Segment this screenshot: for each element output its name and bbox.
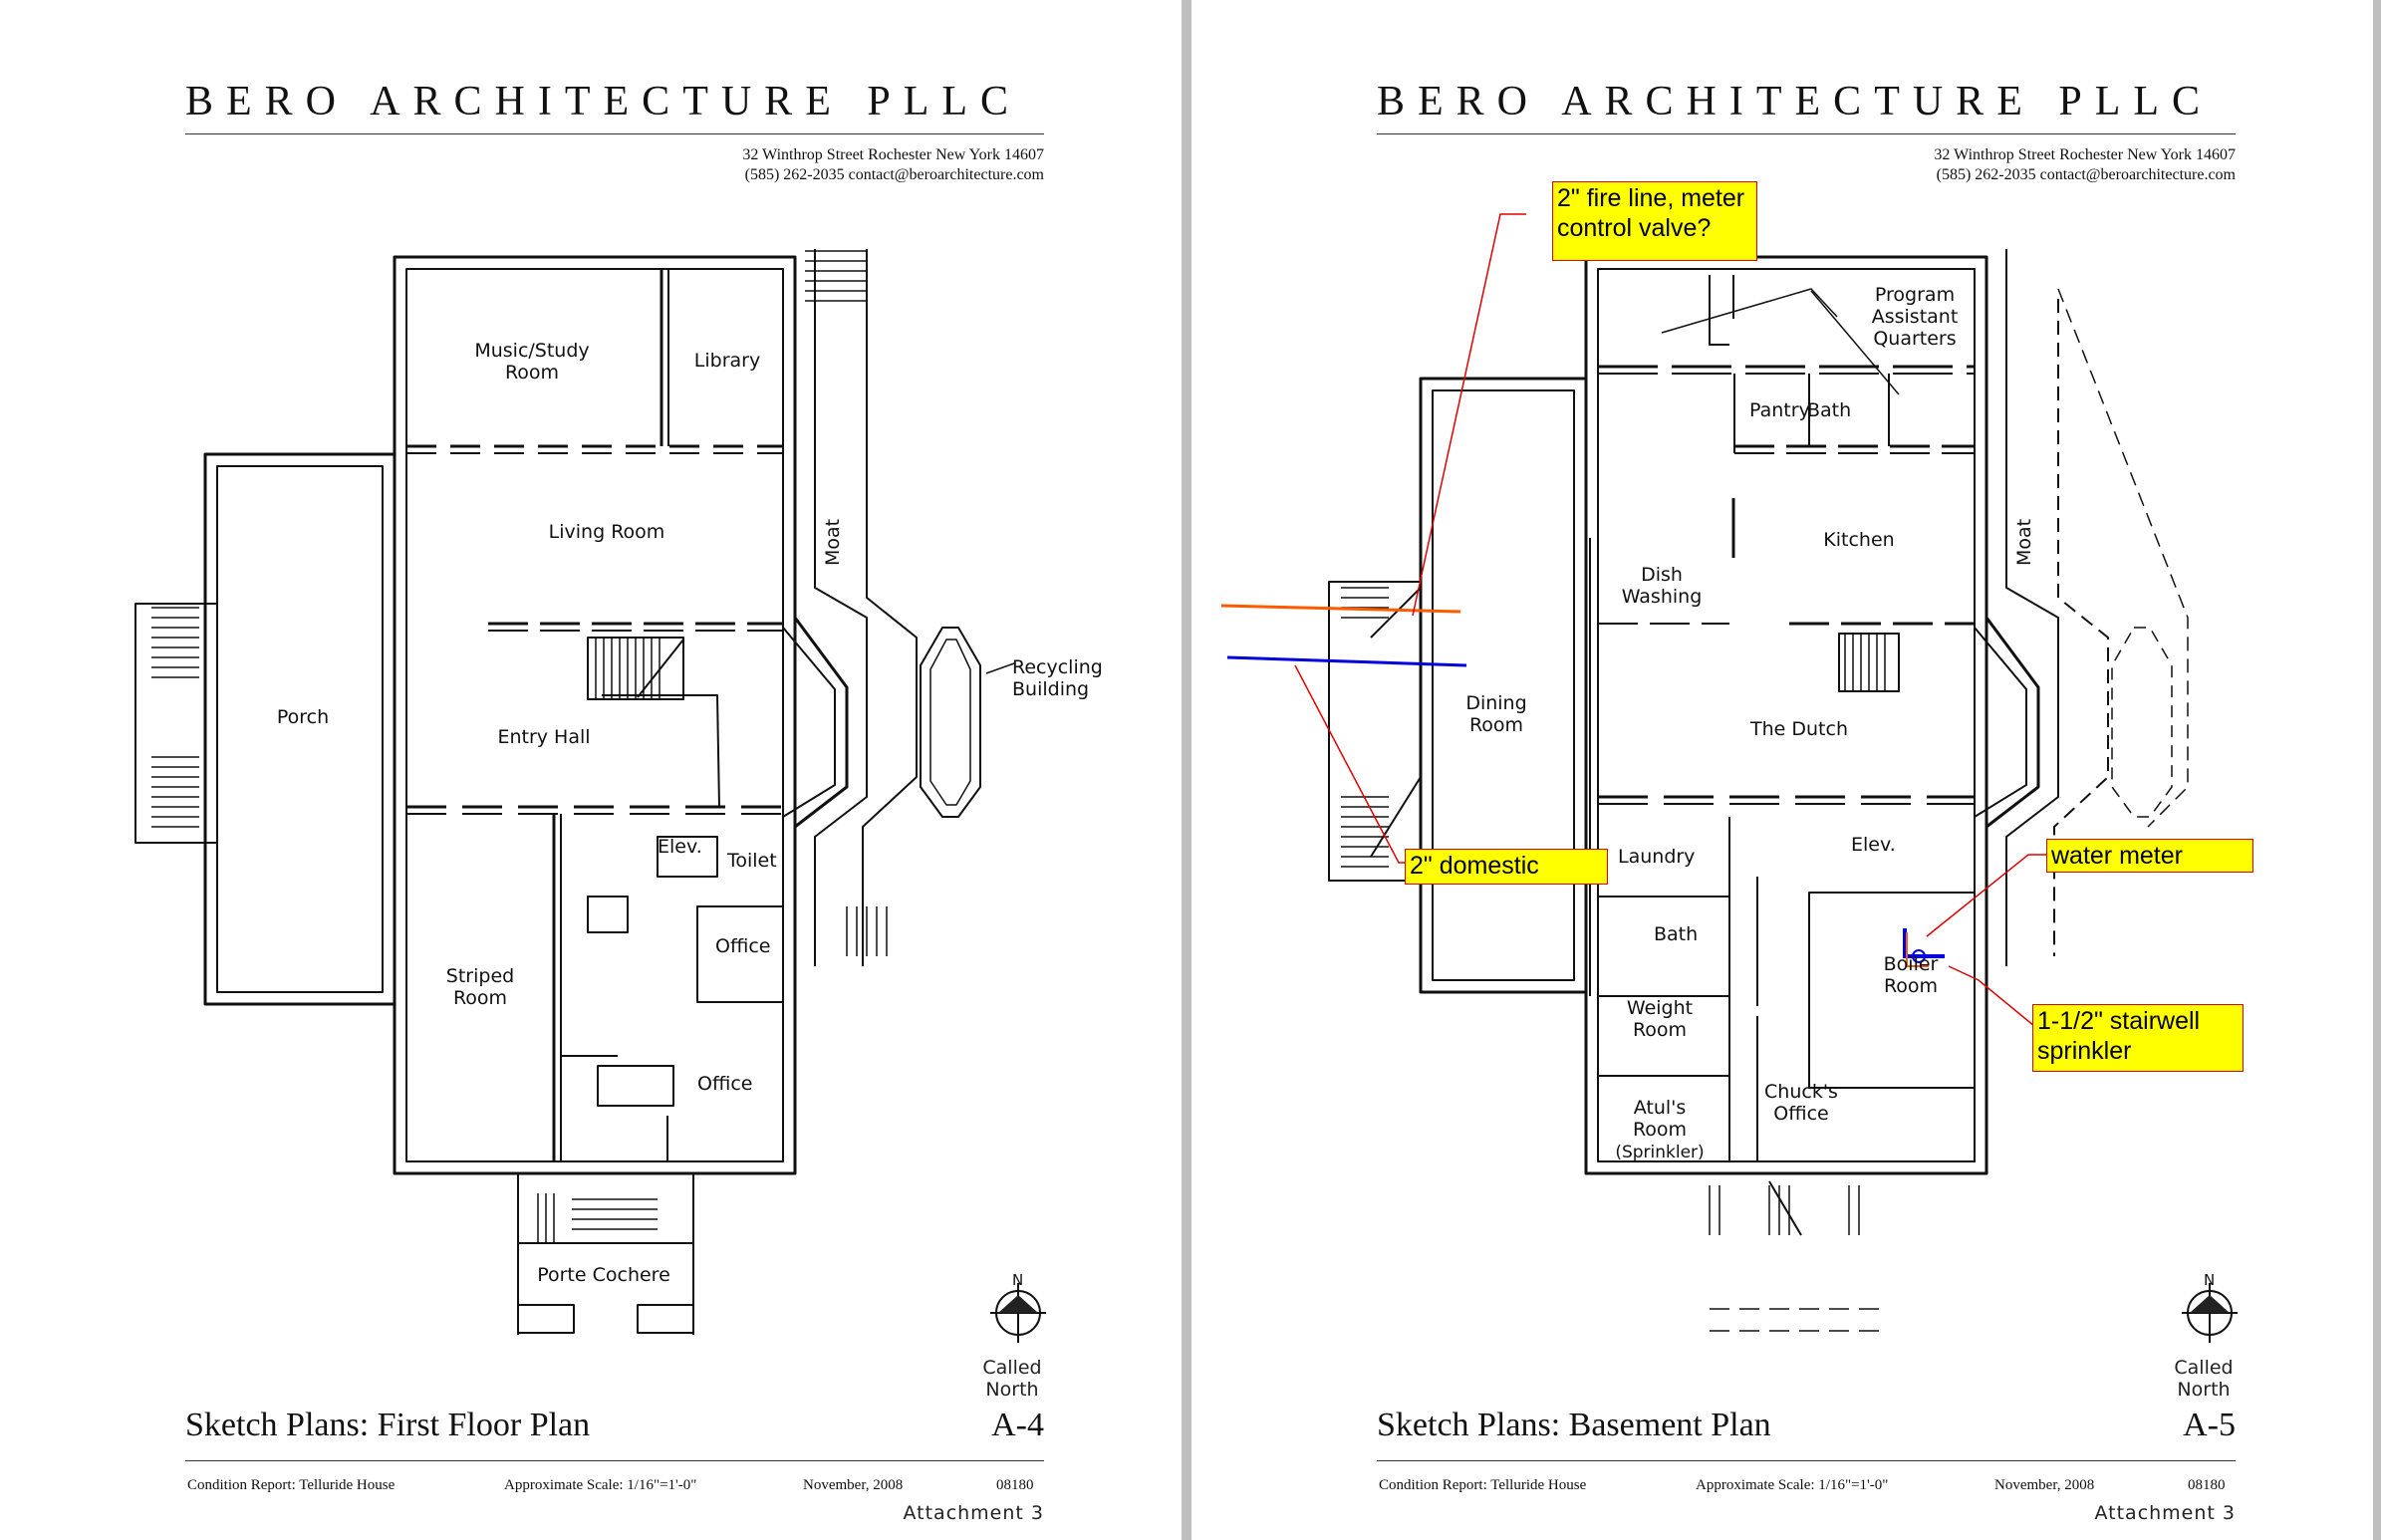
north-letter: N	[1012, 1271, 1023, 1289]
room-label: Striped	[446, 965, 514, 987]
room-label: Pantry	[1749, 399, 1810, 421]
room-label: Office	[697, 1073, 752, 1095]
meter-symbol	[1903, 928, 1945, 958]
leader-line	[1294, 664, 1415, 864]
callout-fire-line: 2" fire line, meter control valve?	[1552, 181, 1757, 261]
footer-job-number: 08180	[2188, 1477, 2226, 1493]
callout-line: 1-1/2" stairwell	[2037, 1007, 2201, 1035]
address-line: 32 Winthrop Street Rochester New York 14…	[1934, 146, 2236, 163]
callout-line: sprinkler	[2037, 1037, 2132, 1065]
room-label: Porch	[277, 706, 329, 728]
north-note: Called North	[952, 1357, 1072, 1401]
room-label: (Sprinkler)	[1615, 1143, 1704, 1162]
sheet-a5: BERO ARCHITECTURE PLLC 32 Winthrop Stree…	[1191, 0, 2373, 1540]
room-label: Building	[1012, 678, 1089, 700]
room-label: Dish	[1641, 564, 1683, 586]
sheet-title: Sketch Plans: Basement Plan	[1377, 1407, 1771, 1443]
room-label: Bath	[1807, 399, 1851, 421]
callout-line: control valve?	[1557, 214, 1712, 242]
room-label: Quarters	[1873, 328, 1956, 350]
room-label: Toilet	[726, 850, 777, 872]
address-line: 32 Winthrop Street Rochester New York 14…	[742, 146, 1044, 163]
room-label: Room	[1633, 1019, 1687, 1041]
room-label: Office	[1773, 1103, 1828, 1125]
footer-rule	[1377, 1460, 2236, 1461]
north-note-line: North	[2177, 1379, 2231, 1401]
room-label: Program	[1875, 284, 1955, 306]
meter-symbol	[1912, 949, 1926, 963]
fire-line-pipe	[1220, 604, 1461, 614]
room-label: Washing	[1622, 586, 1703, 608]
leader-line	[1948, 965, 2035, 1027]
room-label: Kitchen	[1823, 529, 1894, 551]
dining-wing	[1419, 377, 1588, 994]
leader-line	[1412, 213, 1526, 617]
sheet-number: A-5	[2183, 1407, 2236, 1443]
firm-name: BERO ARCHITECTURE PLLC	[185, 79, 1022, 125]
room-label: Entry Hall	[497, 726, 590, 748]
room-label: Recycling	[1012, 656, 1103, 678]
room-label: Elev.	[1851, 834, 1896, 856]
room-label: Bath	[1654, 923, 1698, 945]
room-label: Living Room	[549, 521, 665, 543]
footer-job-number: 08180	[996, 1477, 1034, 1493]
callout-domestic: 2" domestic	[1405, 849, 1608, 885]
north-note: Called North	[2144, 1357, 2263, 1401]
footer-rule	[185, 1460, 1044, 1461]
footer-report: Condition Report: Telluride House	[1379, 1477, 1587, 1493]
room-label: Elev.	[658, 836, 702, 858]
domestic-pipe	[1226, 655, 1467, 667]
exterior-wall-inner	[405, 268, 784, 1162]
porch-outline	[203, 452, 397, 1006]
footer-date: November, 2008	[1994, 1477, 2095, 1493]
room-label: Music/Study	[474, 340, 589, 362]
north-note-line: North	[985, 1379, 1039, 1401]
sprinkler-symbol	[1906, 932, 1929, 967]
leader-line	[1926, 854, 2048, 937]
room-label: Dining	[1465, 692, 1526, 714]
room-label: Library	[694, 350, 760, 372]
contact-line: (585) 262-2035 contact@beroarchitecture.…	[1936, 166, 2236, 183]
room-label: Chuck's	[1764, 1081, 1838, 1103]
exterior-wall	[393, 255, 797, 1175]
header-rule	[185, 133, 1044, 134]
room-label: Room	[1633, 1119, 1687, 1141]
sheet-a4: BERO ARCHITECTURE PLLC 32 Winthrop Stree…	[0, 0, 1182, 1540]
room-label: Moat	[2013, 519, 2035, 566]
firm-address: 32 Winthrop Street Rochester New York 14…	[742, 145, 1044, 185]
footer-scale: Approximate Scale: 1/16"=1'-0"	[504, 1477, 697, 1493]
footer-scale: Approximate Scale: 1/16"=1'-0"	[1696, 1477, 1889, 1493]
footer-date: November, 2008	[803, 1477, 904, 1493]
room-label: Laundry	[1618, 846, 1695, 868]
room-label: Weight	[1627, 997, 1693, 1019]
room-label: Moat	[822, 519, 844, 566]
north-note-line: Called	[2174, 1357, 2234, 1379]
north-note-line: Called	[982, 1357, 1042, 1379]
room-label: Office	[715, 935, 770, 957]
room-label: Boiler	[1884, 953, 1939, 975]
first-floor-plan: N Music/Study Room Library Living Room P…	[134, 249, 1103, 1343]
room-label: Porte Cochere	[537, 1264, 670, 1286]
room-label: Room	[1469, 714, 1523, 736]
room-label: Atul's	[1634, 1097, 1687, 1119]
attachment-label: Attachment 3	[903, 1502, 1044, 1524]
contact-line: (585) 262-2035 contact@beroarchitecture.…	[744, 166, 1044, 183]
callout-line: 2" fire line, meter	[1557, 184, 1745, 212]
sheet-title: Sketch Plans: First Floor Plan	[185, 1407, 591, 1443]
room-label: Room	[453, 987, 507, 1009]
basement-plan: N Program Assistant Quarters Pantry Bath…	[1220, 213, 2238, 1343]
callout-stairwell-sprinkler: 1-1/2" stairwell sprinkler	[2032, 1004, 2244, 1072]
room-label: Assistant	[1872, 306, 1959, 328]
callout-water-meter: water meter	[2046, 839, 2253, 873]
footer-report: Condition Report: Telluride House	[187, 1477, 396, 1493]
room-label: The Dutch	[1749, 718, 1848, 740]
sheet-number: A-4	[991, 1407, 1044, 1443]
firm-name: BERO ARCHITECTURE PLLC	[1377, 79, 2214, 125]
north-letter: N	[2204, 1271, 2215, 1289]
room-label: Room	[1884, 975, 1938, 997]
header-rule	[1377, 133, 2236, 134]
attachment-label: Attachment 3	[2094, 1502, 2236, 1524]
firm-address: 32 Winthrop Street Rochester New York 14…	[1934, 145, 2236, 185]
room-label: Room	[505, 362, 559, 384]
